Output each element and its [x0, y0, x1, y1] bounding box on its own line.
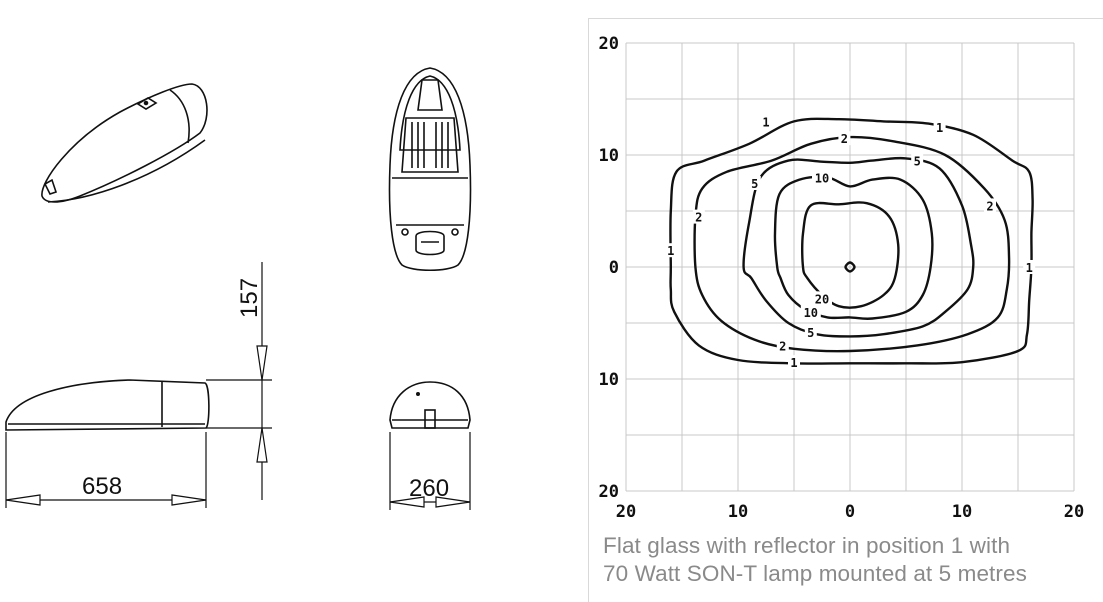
y-tick-label: 0 — [609, 258, 619, 278]
contour-label-bg — [800, 304, 821, 319]
x-tick-label: 10 — [728, 502, 748, 519]
width-dim-label: 260 — [409, 475, 449, 502]
contour-label-bg — [984, 198, 996, 213]
luminaire-plan-view — [388, 67, 472, 272]
contour-label: 5 — [751, 177, 758, 191]
length-dim-label: 658 — [82, 473, 122, 500]
x-tick-label: 20 — [616, 502, 636, 519]
y-tick-label: 20 — [599, 34, 619, 54]
contour-label-bg — [664, 243, 677, 258]
contour-label-bg — [760, 114, 772, 129]
y-tick-label: 20 — [599, 482, 619, 502]
caption-line-2: 70 Watt SON-T lamp mounted at 5 metres — [603, 561, 1027, 586]
contour-label-bg — [788, 355, 800, 370]
contour-label-bg — [933, 120, 946, 134]
contour-label: 5 — [807, 326, 814, 340]
contour-label-bg — [776, 338, 789, 353]
luminaire-end-view — [389, 381, 471, 429]
contour-label-bg — [838, 131, 851, 146]
contour-label: 1 — [790, 356, 797, 370]
contour-label: 10 — [815, 171, 829, 185]
contour-label-bg — [911, 153, 924, 168]
contour-label-bg — [812, 170, 832, 185]
contour-label-bg — [1023, 260, 1036, 274]
contour-label: 2 — [695, 211, 702, 225]
contour-line-1 — [669, 117, 1034, 365]
luminaire-side-view — [5, 379, 210, 431]
caption-line-1: Flat glass with reflector in position 1 … — [603, 533, 1011, 558]
x-tick-label: 20 — [1064, 502, 1084, 519]
height-dim-label: 157 — [236, 278, 263, 318]
x-tick-label: 10 — [952, 502, 972, 519]
contour-label-bg — [692, 209, 705, 224]
x-tick-label: 0 — [845, 502, 855, 519]
height-dimension — [206, 262, 272, 500]
contour-label: 2 — [779, 339, 786, 353]
contour-line-10 — [773, 175, 934, 320]
y-tick-label: 10 — [599, 146, 619, 166]
contour-label-bg — [812, 291, 832, 306]
contour-label: 1 — [762, 115, 769, 129]
contour-label: 5 — [914, 155, 921, 169]
contour-line-2 — [693, 135, 1011, 353]
contour-label: 1 — [936, 121, 943, 135]
contour-label: 10 — [804, 306, 818, 320]
contour-line-5 — [742, 156, 975, 338]
y-tick-label: 10 — [599, 370, 619, 390]
contour-label: 2 — [986, 199, 993, 213]
length-dimension — [5, 432, 207, 508]
contour-label-bg — [748, 176, 761, 190]
contour-label: 1 — [667, 244, 674, 258]
luminaire-technical-drawings: 658 157 260 — [5, 67, 472, 510]
contour-label-bg — [804, 324, 817, 339]
contour-label: 1 — [1026, 261, 1033, 275]
contour-label: 2 — [841, 132, 848, 146]
contour-label: 20 — [815, 292, 829, 306]
width-dimension — [389, 432, 471, 510]
luminaire-perspective-view — [41, 83, 208, 203]
contour-center-marker — [844, 261, 856, 273]
